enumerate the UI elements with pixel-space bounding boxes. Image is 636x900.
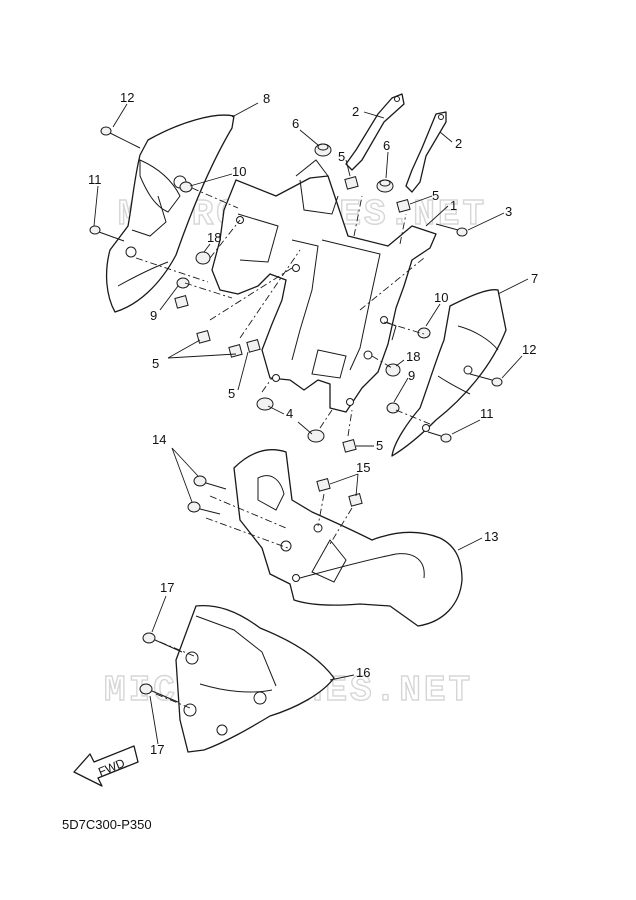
callout-18-right: 18: [406, 349, 420, 364]
part-2-bracket-left: [345, 93, 405, 171]
callout-17-bottom: 17: [150, 742, 164, 757]
callout-4: 4: [286, 406, 293, 421]
part-7-right-cover: [391, 289, 507, 457]
part-9-collars: [176, 277, 400, 414]
callout-12-right: 12: [522, 342, 536, 357]
callout-6-left: 6: [292, 116, 299, 131]
part-14-screws: [187, 475, 227, 515]
part-11-screw-right: [427, 431, 452, 443]
callout-17-top: 17: [160, 580, 174, 595]
callout-11-right: 11: [480, 406, 494, 421]
assembly-lines: [135, 187, 431, 709]
callout-7: 7: [531, 271, 538, 286]
part-6-grommet-b: [376, 179, 394, 193]
callout-5-top-right: 5: [432, 188, 439, 203]
callout-12-left: 12: [120, 90, 134, 105]
part-6-grommet-a: [314, 143, 332, 157]
part-1-main-stay: [211, 159, 437, 413]
diagram-code: 5D7C300-P350: [62, 817, 152, 832]
callout-5-top-left: 5: [338, 149, 345, 164]
callout-14: 14: [152, 432, 166, 447]
callout-10-right: 10: [434, 290, 448, 305]
callout-9-left: 9: [150, 308, 157, 323]
callout-5-left: 5: [152, 356, 159, 371]
callout-15: 15: [356, 460, 370, 475]
callout-5-center: 5: [228, 386, 235, 401]
part-16-front-cover: [175, 604, 335, 753]
callout-18-left: 18: [207, 230, 221, 245]
callout-2-left: 2: [352, 104, 359, 119]
callout-11-left: 11: [88, 172, 102, 187]
callout-3: 3: [505, 204, 512, 219]
part-15-nuts: [316, 478, 363, 507]
callout-9-right: 9: [408, 368, 415, 383]
part-12-screw-left: [100, 126, 141, 149]
callout-labels: 12 8 6 2 2 5 6 5 1 3 10 11 18 9 5 5 7 10…: [88, 90, 538, 757]
callout-10-left: 10: [232, 164, 246, 179]
callout-8: 8: [263, 91, 270, 106]
callout-16: 16: [356, 665, 370, 680]
callout-6-right: 6: [383, 138, 390, 153]
part-10-collars: [179, 181, 431, 339]
callout-5-bottom: 5: [376, 438, 383, 453]
fwd-arrow-icon: FWD: [73, 745, 139, 787]
leader-lines: [93, 102, 529, 745]
callout-13: 13: [484, 529, 498, 544]
part-3-screw: [435, 223, 468, 237]
callout-2-right: 2: [455, 136, 462, 151]
part-11-screw-left: [89, 225, 125, 242]
part-13-lower-cover: [233, 449, 463, 627]
part-2-bracket-right: [405, 111, 447, 193]
callout-1: 1: [450, 198, 457, 213]
part-17-screws: [139, 632, 183, 703]
part-12-screw-right: [469, 373, 503, 387]
